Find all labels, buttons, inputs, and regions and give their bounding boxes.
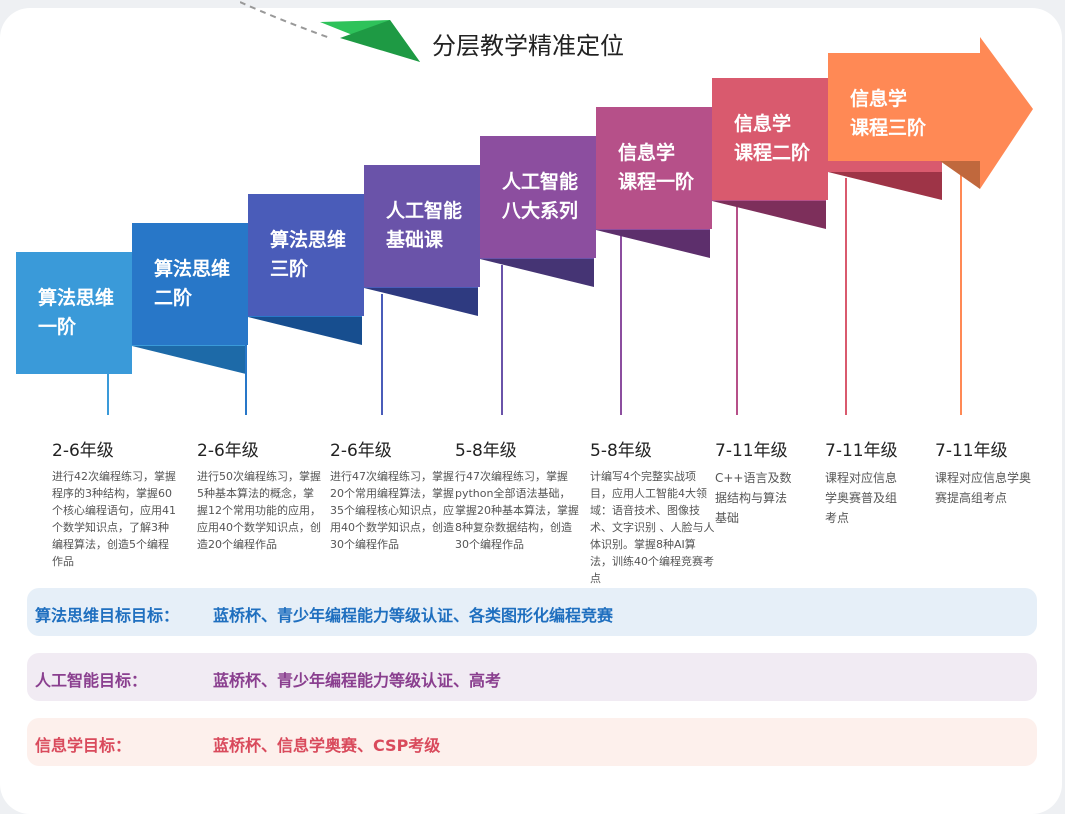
stage-label: 人工智能 基础课 (386, 200, 463, 251)
stage-label: 人工智能 八大系列 (502, 171, 579, 222)
grade-label: 2-6年级 (330, 441, 392, 461)
page-title: 分层教学精准定位 (432, 32, 624, 60)
stage-description: 进行42次编程练习，掌握程序的3种结构，掌握60个核心编程语句，应用41个数学知… (52, 470, 176, 568)
stage-description: 进行50次编程练习，掌握5种基本算法的概念，掌握12个常用功能的应用，应用40个… (197, 470, 321, 551)
grade-label: 5-8年级 (590, 441, 652, 461)
paper-plane-icon (240, 1, 420, 62)
stage-description: C++语言及数据结构与算法基础 (715, 471, 792, 525)
goal-value: 蓝桥杯、信息学奥赛、CSP考级 (213, 736, 441, 755)
stage-label: 信息学 课程二阶 (734, 113, 811, 164)
connector-line (736, 207, 738, 415)
grade-label: 5-8年级 (455, 441, 517, 461)
goal-label: 人工智能目标： (35, 671, 148, 690)
connector-line (620, 236, 622, 415)
goal-band: 信息学目标： 蓝桥杯、信息学奥赛、CSP考级 (27, 718, 1037, 766)
stage-description: 计编写4个完整实战项目，应用人工智能4大领域：语音技术、图像技术、文字识别 、人… (590, 470, 715, 585)
stage-label: 信息学 课程三阶 (850, 88, 927, 139)
goal-value: 蓝桥杯、青少年编程能力等级认证、各类图形化编程竞赛 (213, 606, 614, 625)
grade-label: 2-6年级 (197, 441, 259, 461)
stage-label: 算法思维 一阶 (38, 287, 115, 338)
stage-block: 信息学 课程三阶 (828, 37, 1033, 189)
stage-description: 行47次编程练习，掌握python全部语法基础，掌握20种基本算法，掌握8种复杂… (455, 470, 579, 551)
stage-label: 算法思维 三阶 (270, 229, 347, 280)
connector-line (245, 323, 247, 415)
stage-description: 进行47次编程练习，掌握20个常用编程算法，掌握35个编程核心知识点，应用40个… (330, 470, 454, 551)
goal-band: 人工智能目标： 蓝桥杯、青少年编程能力等级认证、高考 (27, 653, 1037, 701)
stage-description: 课程对应信息学奥赛普及组考点 (825, 471, 898, 525)
stage-label: 算法思维 二阶 (154, 258, 231, 309)
connector-line (107, 352, 109, 415)
grade-label: 2-6年级 (52, 441, 114, 461)
goal-label: 算法思维目标目标： (35, 606, 180, 625)
connector-line (845, 178, 847, 415)
grade-label: 7-11年级 (935, 441, 1008, 461)
connector-line (960, 149, 962, 415)
goal-label: 信息学目标： (35, 736, 132, 755)
stage-description: 课程对应信息学奥赛提高组考点 (935, 471, 1032, 505)
grade-label: 7-11年级 (715, 441, 788, 461)
connector-line (381, 294, 383, 415)
grade-label: 7-11年级 (825, 441, 898, 461)
connector-line (501, 265, 503, 415)
goal-value: 蓝桥杯、青少年编程能力等级认证、高考 (213, 671, 502, 690)
goal-band: 算法思维目标目标： 蓝桥杯、青少年编程能力等级认证、各类图形化编程竞赛 (27, 588, 1037, 636)
stage-label: 信息学 课程一阶 (618, 142, 695, 193)
